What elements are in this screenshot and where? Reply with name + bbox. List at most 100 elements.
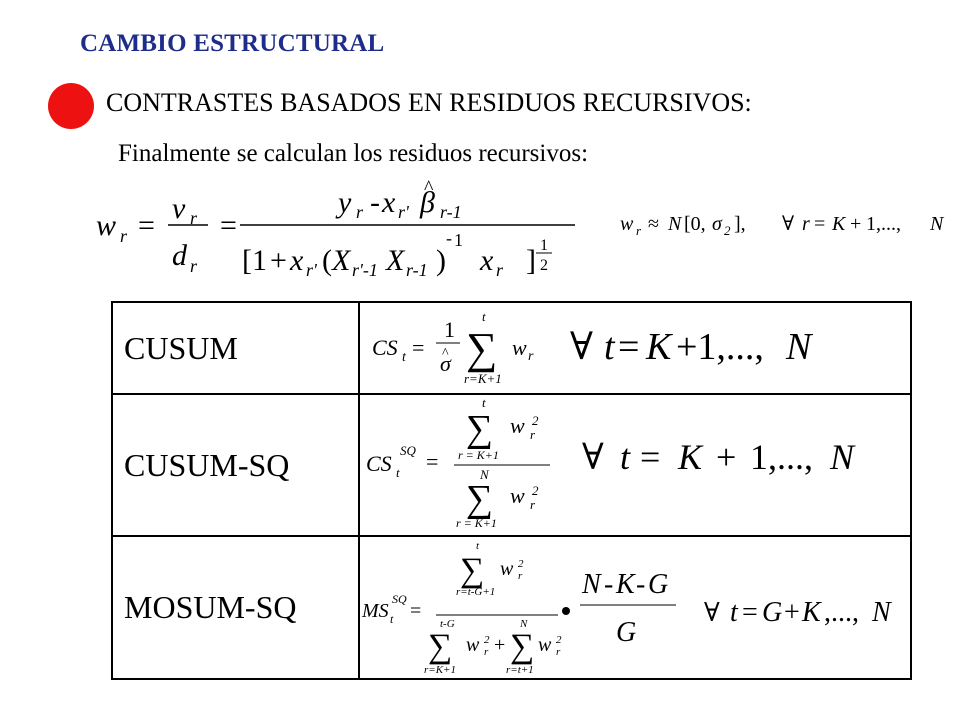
row-label-cusum: CUSUM	[113, 303, 360, 395]
svg-text:X: X	[385, 244, 406, 277]
svg-text:-: -	[370, 186, 380, 219]
svg-text:∑: ∑	[460, 552, 484, 589]
svg-text:y: y	[335, 186, 352, 219]
svg-text:w: w	[510, 483, 525, 508]
svg-text:=: =	[742, 597, 758, 628]
svg-text:K: K	[801, 597, 822, 628]
svg-text:r: r	[190, 208, 198, 228]
svg-text:t: t	[402, 350, 407, 365]
svg-text:^: ^	[424, 180, 434, 199]
row-label-cusum-sq: CUSUM-SQ	[113, 395, 360, 537]
svg-text:X: X	[331, 244, 352, 277]
svg-text:∀: ∀	[704, 598, 720, 627]
svg-text:-: -	[636, 569, 645, 600]
svg-text:1,...,: 1,...,	[866, 213, 901, 235]
svg-text:]: ]	[526, 244, 536, 277]
svg-text:=: =	[640, 437, 660, 477]
svg-text:=: =	[814, 213, 825, 235]
svg-text:SQ: SQ	[400, 443, 417, 458]
svg-text:N: N	[871, 597, 892, 628]
svg-text:r: r	[484, 646, 489, 658]
svg-text:∀: ∀	[570, 326, 593, 368]
svg-text:=: =	[412, 335, 424, 360]
svg-text:w: w	[620, 213, 634, 235]
svg-text:r: r	[528, 349, 534, 364]
svg-text:r = K+1: r = K+1	[458, 448, 499, 462]
row-label-mosum-sq: MOSUM-SQ	[113, 537, 360, 678]
svg-text:r: r	[556, 646, 561, 658]
svg-text:r=t+1: r=t+1	[506, 664, 534, 676]
bullet-heading: CONTRASTES BASADOS EN RESIDUOS RECURSIVO…	[106, 88, 752, 117]
svg-text:r=K+1: r=K+1	[424, 664, 456, 676]
svg-text:d: d	[172, 239, 188, 272]
svg-text:N: N	[929, 213, 945, 235]
svg-text:β: β	[419, 186, 435, 219]
svg-text:∑: ∑	[428, 628, 452, 665]
svg-text:r': r'	[306, 260, 318, 280]
svg-text:1: 1	[252, 244, 267, 277]
svg-text:K: K	[831, 213, 847, 235]
svg-text:-: -	[604, 569, 613, 600]
svg-text:G: G	[616, 617, 636, 648]
svg-text:N: N	[581, 569, 602, 600]
svg-text:∀: ∀	[582, 437, 604, 477]
svg-text:r': r'	[398, 202, 410, 222]
svg-text:t: t	[730, 597, 739, 628]
intro-text: Finalmente se calculan los residuos recu…	[118, 140, 589, 167]
svg-text:2: 2	[484, 634, 490, 646]
svg-text:): )	[436, 244, 446, 277]
svg-text:r: r	[518, 570, 523, 582]
svg-text:^: ^	[442, 346, 449, 361]
svg-text:+: +	[716, 437, 736, 477]
svg-text:1: 1	[444, 317, 455, 342]
svg-text:2: 2	[518, 558, 524, 570]
svg-text:∑: ∑	[466, 408, 493, 450]
svg-text:v: v	[172, 192, 186, 225]
svg-text:1: 1	[540, 237, 548, 254]
svg-text:t: t	[390, 612, 394, 626]
svg-text:r=t-G+1: r=t-G+1	[456, 586, 495, 598]
svg-text:r=K+1: r=K+1	[464, 371, 502, 386]
svg-text:r'-1: r'-1	[352, 260, 378, 280]
svg-text:≈: ≈	[648, 213, 659, 235]
svg-text:2: 2	[540, 257, 548, 274]
svg-text:=: =	[410, 600, 421, 622]
svg-text:],: ],	[734, 213, 746, 235]
svg-text:+: +	[784, 597, 800, 628]
svg-text:G: G	[648, 569, 668, 600]
svg-text:(: (	[322, 244, 332, 277]
svg-text:r = K+1: r = K+1	[456, 516, 497, 530]
svg-text:∑: ∑	[510, 628, 534, 665]
svg-text:=: =	[220, 209, 237, 242]
svg-text:t: t	[482, 395, 486, 410]
svg-text:σ: σ	[440, 351, 452, 376]
svg-text:w: w	[466, 634, 480, 656]
svg-text:+: +	[494, 634, 505, 656]
svg-text:,...,: ,...,	[824, 597, 859, 628]
svg-text:w: w	[512, 335, 527, 360]
svg-text:N: N	[785, 326, 814, 368]
svg-text:x: x	[381, 186, 396, 219]
svg-text:N: N	[667, 213, 683, 235]
svg-text:-: -	[446, 228, 452, 248]
svg-text:K: K	[677, 437, 704, 477]
svg-text:N: N	[479, 467, 490, 482]
svg-text:1: 1	[454, 230, 463, 250]
svg-text:+1,...,: +1,...,	[676, 326, 764, 368]
svg-text:r: r	[356, 202, 364, 222]
svg-text:=: =	[618, 326, 639, 368]
svg-text:1,...,: 1,...,	[750, 437, 813, 477]
svg-text:t: t	[476, 540, 480, 552]
svg-text:r: r	[636, 223, 642, 238]
svg-text:2: 2	[532, 483, 539, 498]
svg-text:t: t	[482, 309, 486, 324]
svg-text:σ: σ	[712, 213, 723, 235]
svg-text:MS: MS	[361, 600, 389, 622]
svg-text:N: N	[829, 437, 856, 477]
svg-text:∑: ∑	[466, 324, 497, 373]
svg-text:2: 2	[724, 223, 731, 238]
